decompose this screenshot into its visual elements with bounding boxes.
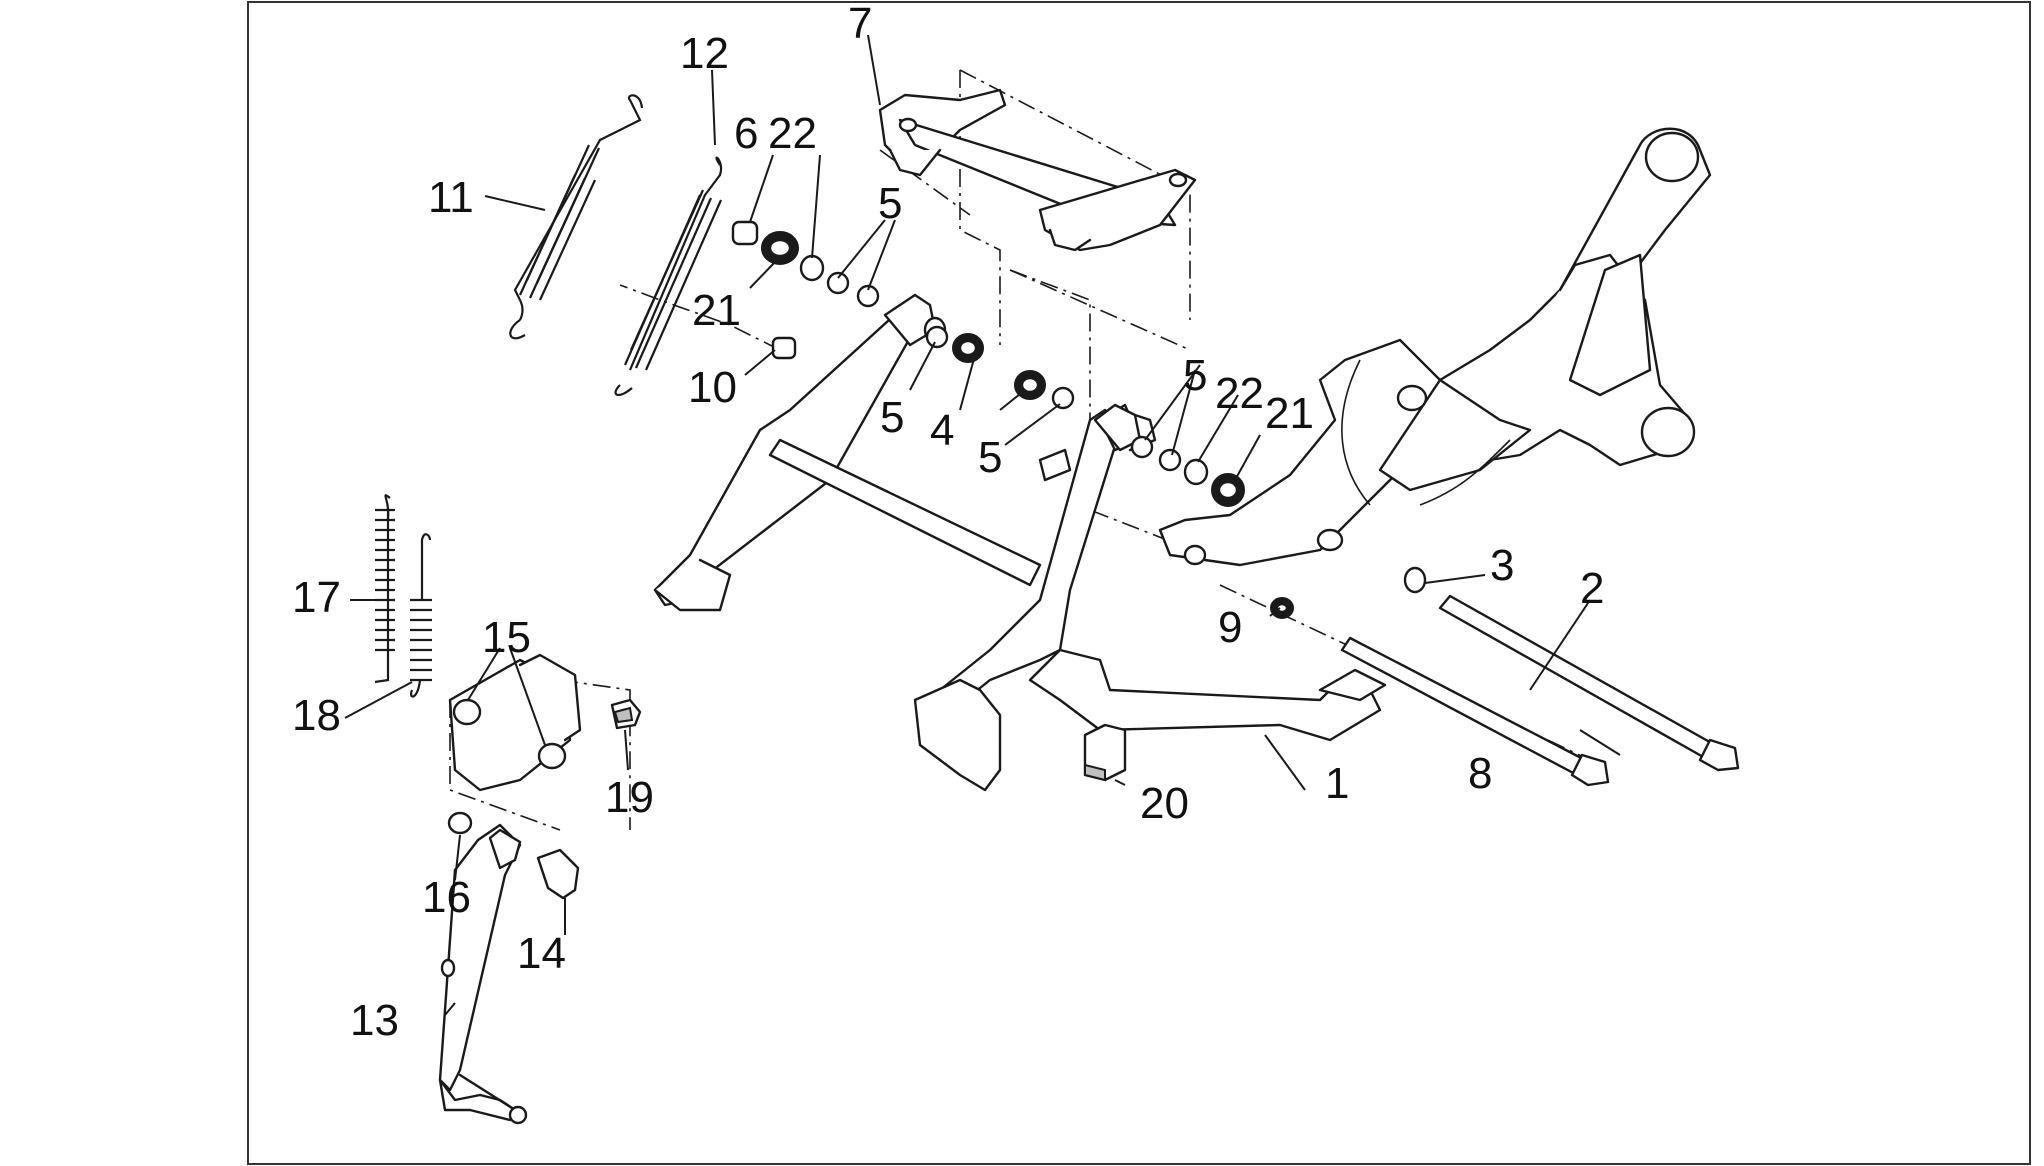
callout-12: 12 [680, 29, 729, 78]
ring-5-b [856, 284, 880, 308]
washer-22-right [1183, 458, 1209, 486]
nut-6 [731, 220, 759, 246]
washer-3 [1403, 566, 1427, 594]
spring-11 [509, 94, 644, 340]
nut-10 [771, 336, 797, 360]
callout-21-left: 21 [692, 286, 741, 335]
callout-4: 4 [930, 406, 954, 455]
bolt-8 [1340, 636, 1610, 787]
tube-right [1093, 403, 1142, 452]
callout-8: 8 [1468, 749, 1492, 798]
callout-21-right: 21 [1265, 389, 1314, 438]
callout-16: 16 [422, 873, 471, 922]
frame-bracket [1158, 127, 1712, 567]
callout-19: 19 [605, 773, 654, 822]
part-7-bracket [878, 88, 1197, 252]
bolt-14 [536, 848, 580, 900]
callout-17: 17 [292, 573, 341, 622]
callout-5-mid: 5 [978, 433, 1002, 482]
axis-parts [731, 220, 1427, 619]
ring-5-c [925, 325, 949, 349]
callout-15: 15 [482, 613, 531, 662]
diagram-frame [247, 1, 2031, 1165]
callout-14: 14 [517, 929, 566, 978]
callout-10: 10 [688, 363, 737, 412]
bolt-2 [1438, 594, 1740, 772]
callout-5-right: 5 [1183, 351, 1207, 400]
spring-18 [410, 533, 432, 698]
callout-20: 20 [1140, 779, 1189, 828]
washer-22-left [799, 254, 825, 282]
side-stand-13 [438, 811, 580, 1125]
nut-16 [447, 811, 473, 835]
oring-15-b [537, 742, 567, 770]
ring-5-d [1051, 386, 1075, 410]
oring-15-a [452, 698, 482, 726]
ring-5-e [1130, 435, 1154, 459]
callout-11: 11 [428, 173, 474, 222]
callout-5-mid-left: 5 [880, 393, 904, 442]
callouts: 1 2 3 4 5 5 5 5 6 7 8 9 10 11 12 13 14 1… [292, 0, 1604, 1045]
side-stand-bracket [448, 653, 642, 792]
callout-22-left: 22 [768, 109, 817, 158]
callout-2: 2 [1580, 564, 1604, 613]
spring-17 [374, 494, 395, 684]
spring-12 [614, 156, 723, 397]
callout-22-right: 22 [1215, 369, 1264, 418]
block-20 [1083, 723, 1127, 782]
callout-9: 9 [1218, 603, 1242, 652]
callout-3: 3 [1490, 541, 1514, 590]
leader-lines [344, 34, 1621, 1016]
ring-5-a [826, 271, 850, 295]
callout-1: 1 [1325, 759, 1349, 808]
callout-7: 7 [848, 0, 872, 48]
callout-18: 18 [292, 691, 341, 740]
callout-5-upper: 5 [878, 179, 902, 228]
ring-5-f [1158, 448, 1182, 472]
callout-13: 13 [350, 996, 399, 1045]
callout-6: 6 [734, 109, 758, 158]
